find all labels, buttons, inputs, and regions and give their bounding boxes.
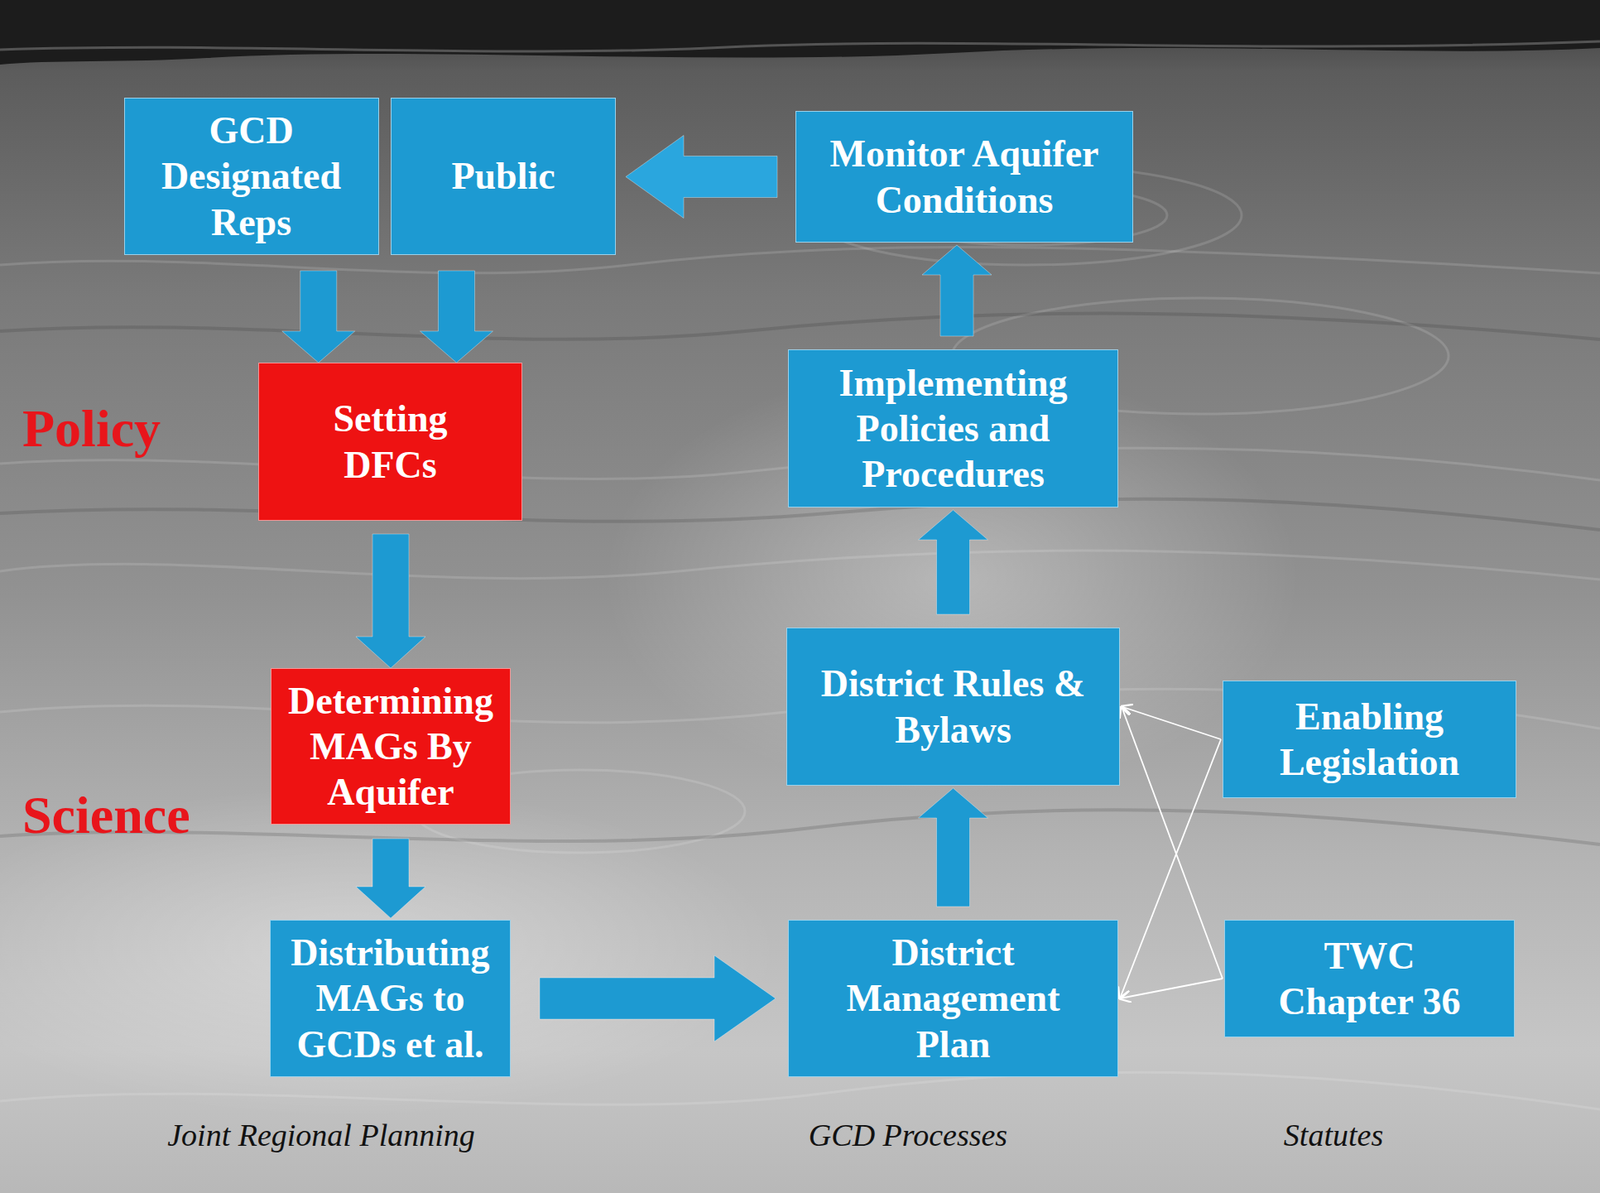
process-box: Implementing Policies and Procedures — [787, 349, 1119, 508]
block-arrow — [625, 135, 778, 219]
ripples-dark — [0, 313, 1600, 845]
box-label: Setting DFCs — [307, 395, 474, 487]
process-box: Enabling Legislation — [1222, 680, 1517, 798]
block-arrow — [355, 838, 426, 918]
connector-line — [1119, 739, 1221, 999]
river-bank — [0, 0, 1600, 65]
connector-line — [1121, 706, 1221, 740]
column-label: Statutes — [1283, 1118, 1384, 1154]
process-box: Distributing MAGs to GCDs et al. — [269, 919, 511, 1077]
process-box: Determining MAGs By Aquifer — [270, 667, 511, 825]
box-label: Determining MAGs By Aquifer — [282, 677, 500, 816]
connector-line — [1121, 706, 1223, 980]
box-label: Enabling Legislation — [1234, 693, 1505, 785]
process-box: GCD Designated Reps — [124, 97, 380, 255]
block-arrow — [539, 955, 776, 1042]
process-box: Monitor Aquifer Conditions — [795, 110, 1134, 243]
box-label: Implementing Policies and Procedures — [800, 360, 1107, 498]
box-label: District Rules & Bylaws — [797, 660, 1109, 752]
column-label: Joint Regional Planning — [167, 1118, 476, 1154]
block-arrow — [918, 509, 989, 615]
box-label: GCD Designated Reps — [135, 107, 368, 246]
block-arrow — [922, 245, 992, 337]
process-box: District Rules & Bylaws — [786, 627, 1120, 786]
column-label: GCD Processes — [808, 1118, 1008, 1154]
process-box: Public — [390, 97, 616, 255]
box-label: District Management Plan — [829, 929, 1078, 1067]
box-label: Monitor Aquifer Conditions — [807, 130, 1122, 222]
process-box: District Management Plan — [787, 919, 1119, 1077]
section-label: Policy — [22, 399, 161, 458]
glare — [0, 786, 779, 1118]
block-arrow — [420, 270, 494, 363]
block-arrow — [918, 787, 989, 907]
block-arrow — [355, 533, 426, 668]
process-box: Setting DFCs — [258, 362, 523, 521]
ripples — [0, 165, 1600, 1110]
box-label: Distributing MAGs to GCDs et al. — [281, 929, 500, 1067]
block-arrow — [282, 270, 356, 363]
section-label: Science — [22, 786, 191, 845]
connector-line — [1119, 978, 1223, 999]
process-box: TWC Chapter 36 — [1224, 919, 1515, 1038]
box-label: TWC Chapter 36 — [1270, 932, 1470, 1024]
ripple — [0, 41, 1600, 52]
box-label: Public — [451, 153, 555, 199]
